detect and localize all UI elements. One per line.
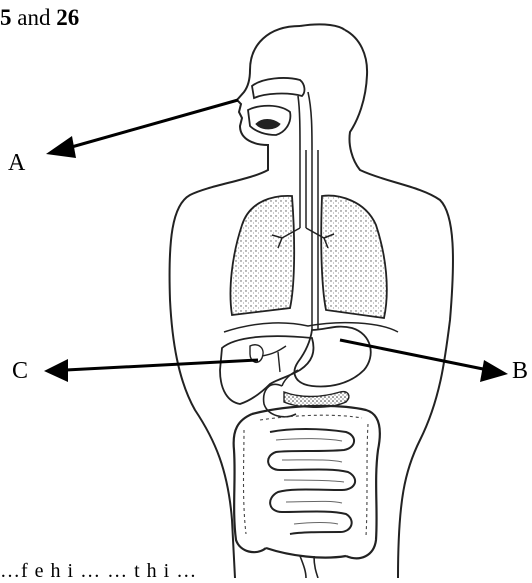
liver	[220, 336, 314, 404]
label-a: A	[8, 150, 25, 176]
left-lung	[230, 196, 294, 315]
nasal-cavity	[252, 78, 304, 98]
stomach	[294, 327, 370, 387]
rectum	[300, 556, 318, 578]
right-lung	[321, 196, 387, 318]
trachea	[300, 150, 306, 228]
pointer-c	[44, 359, 258, 382]
label-c: C	[12, 358, 28, 384]
head-top	[300, 24, 345, 30]
oesophagus	[312, 150, 318, 330]
pharynx-left	[298, 96, 300, 150]
label-b: B	[512, 358, 528, 384]
pharynx-right	[308, 92, 312, 150]
pointer-b	[340, 340, 508, 382]
tongue	[256, 120, 280, 129]
cropped-bottom-text: …f e h i … … t h i …	[0, 560, 197, 583]
bile-duct	[262, 346, 286, 372]
pointer-a	[46, 100, 238, 158]
diaphragm	[224, 323, 398, 332]
